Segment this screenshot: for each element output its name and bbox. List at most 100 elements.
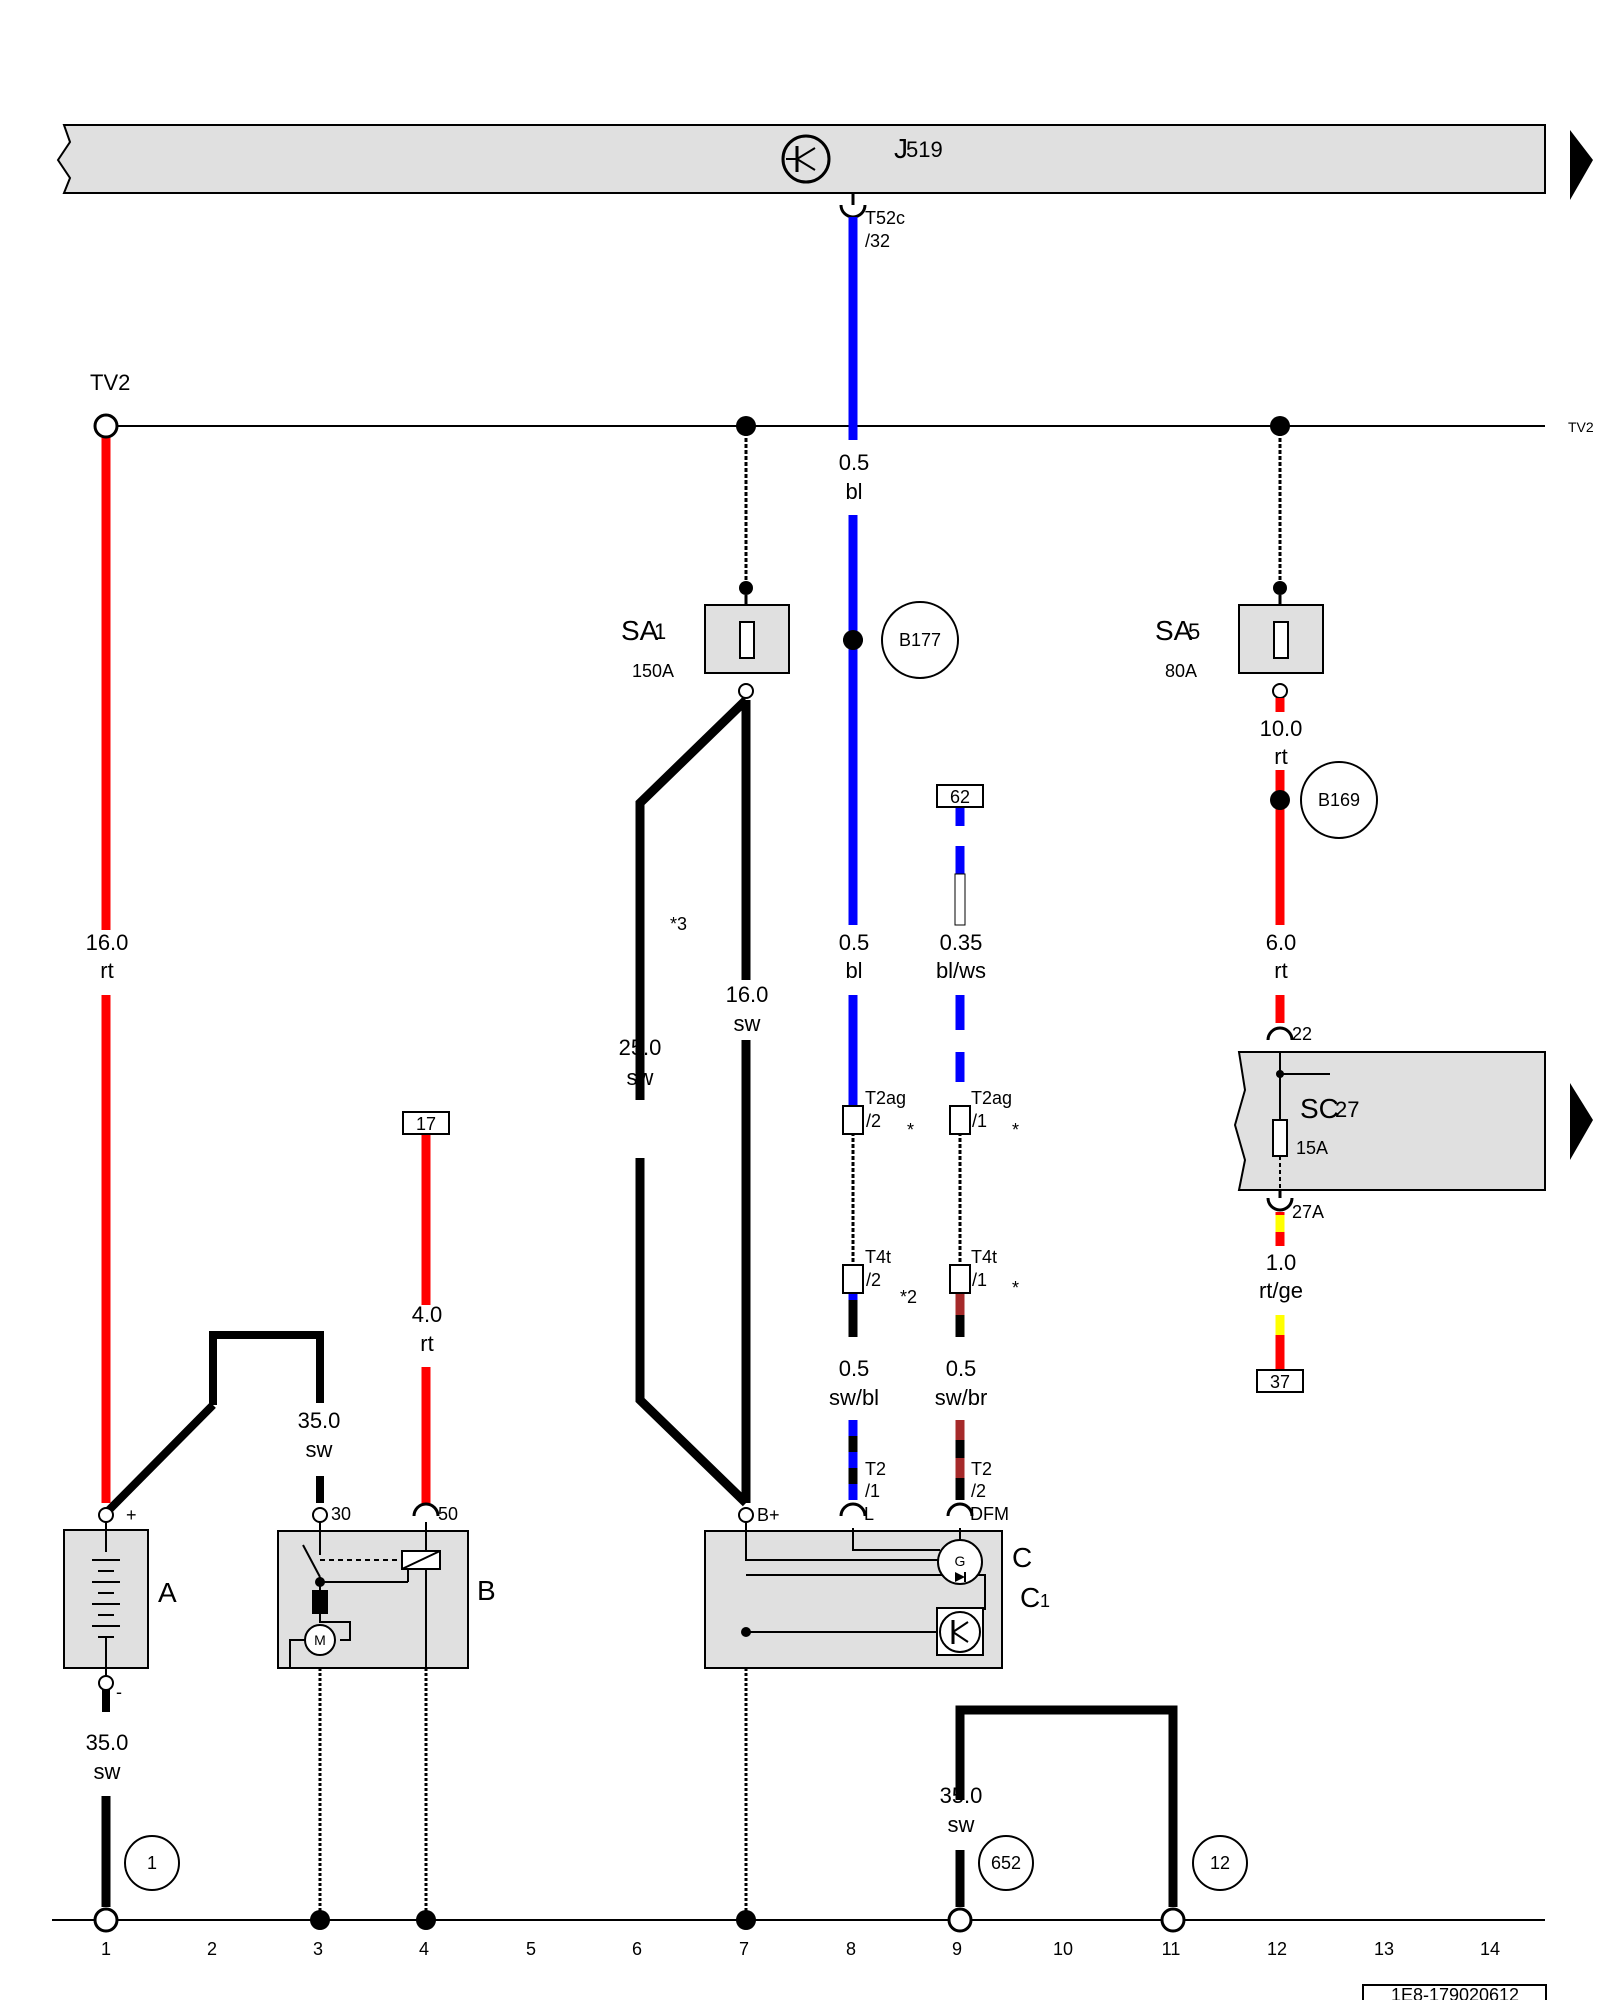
wire-col6[interactable] — [635, 696, 750, 1507]
fuse-name: SA — [621, 615, 659, 646]
connector-t4t-1[interactable]: T4t /1 * — [949, 1247, 1019, 1298]
wire-color: sw — [627, 1065, 654, 1090]
wire-col8[interactable] — [839, 193, 867, 1517]
svg-text:B169: B169 — [1318, 790, 1360, 810]
wire-col9[interactable] — [946, 808, 974, 1517]
ground-terminal — [947, 1907, 973, 1933]
column-number: 2 — [207, 1939, 217, 1959]
wire-size: 1.0 — [1266, 1250, 1297, 1275]
connector-t4t-2[interactable]: T4t /2 *2 — [842, 1247, 917, 1307]
wire-color: sw — [94, 1759, 121, 1784]
reference-box-17[interactable]: 17 — [402, 1111, 450, 1135]
rail-label-right: TV2 — [1568, 419, 1594, 435]
wire-size: 0.5 — [839, 450, 870, 475]
fuse-subscript: 27 — [1335, 1097, 1359, 1122]
reference-box-62[interactable]: 62 — [936, 784, 984, 808]
wire-col12-feed[interactable] — [1270, 416, 1290, 595]
svg-text:/2: /2 — [971, 1481, 986, 1501]
wire-size: 0.5 — [839, 1356, 870, 1381]
ground-terminal — [1160, 1907, 1186, 1933]
wire-col4[interactable] — [412, 1134, 440, 1920]
continuation-arrow-icon — [1570, 1083, 1593, 1160]
ground-number: 1 — [147, 1853, 157, 1873]
fuse-icon — [739, 621, 755, 659]
svg-text:L: L — [864, 1504, 874, 1524]
wire-color: rt — [420, 1331, 433, 1356]
fuse-icon — [1273, 621, 1289, 659]
plus-terminal-label: + — [126, 1505, 137, 1525]
connector-t2ag-1[interactable]: T2ag /1 * — [949, 1088, 1019, 1140]
ground-point-12[interactable]: 12 — [1192, 1835, 1248, 1891]
footnote: *3 — [670, 914, 687, 934]
reference-box-37[interactable]: 37 — [1256, 1369, 1304, 1393]
wire-color: rt — [1274, 744, 1287, 769]
column-number: 6 — [632, 1939, 642, 1959]
svg-text:/1: /1 — [972, 1111, 987, 1131]
svg-text:62: 62 — [950, 787, 970, 807]
column-number: 12 — [1267, 1939, 1287, 1959]
wire-col1[interactable] — [101, 437, 324, 1516]
ground-point-652[interactable]: 652 — [978, 1835, 1034, 1891]
wire-color: bl — [845, 479, 862, 504]
wire-size: 10.0 — [1260, 716, 1303, 741]
terminal-30-label: 30 — [331, 1504, 351, 1524]
wire-size: 35.0 — [86, 1730, 129, 1755]
wire-size: 16.0 — [86, 930, 129, 955]
svg-text:T2: T2 — [865, 1459, 886, 1479]
fuse-box-sc27[interactable]: SC 27 15A — [1233, 1051, 1593, 1191]
svg-text:*: * — [1012, 1278, 1019, 1298]
svg-text:DFM: DFM — [970, 1504, 1009, 1524]
continuation-arrow-icon — [1570, 130, 1593, 200]
node-b169[interactable]: B169 — [1300, 761, 1378, 839]
column-number: 4 — [419, 1939, 429, 1959]
column-numbers: 1 2 3 4 5 6 7 8 9 10 11 12 13 14 — [101, 1939, 1500, 1959]
starter-b[interactable]: 30 50 B M — [277, 1504, 496, 1669]
svg-text:*: * — [907, 1120, 914, 1140]
wire-color: sw — [306, 1437, 333, 1462]
svg-text:17: 17 — [416, 1114, 436, 1134]
wire-col12-lower[interactable] — [1266, 1190, 1294, 1370]
battery-icon — [92, 1518, 120, 1680]
wire-color: sw/bl — [829, 1385, 879, 1410]
fuse-rating: 150A — [632, 661, 674, 681]
bplus-terminal-label: B+ — [757, 1505, 780, 1525]
wire-size: 0.5 — [839, 930, 870, 955]
ground-point-1[interactable]: 1 — [124, 1835, 180, 1891]
wire-size: 4.0 — [412, 1302, 443, 1327]
connector-pin: 27A — [1292, 1202, 1324, 1222]
generator-icon: G — [937, 1539, 983, 1585]
svg-text:12: 12 — [1210, 1853, 1230, 1873]
svg-text:/2: /2 — [866, 1111, 881, 1131]
connector-name: T52c — [865, 208, 905, 228]
battery-a[interactable]: A + - — [63, 1505, 177, 1702]
column-number: 11 — [1162, 1939, 1181, 1959]
alternator-c[interactable]: B+ G C C 1 — [704, 1505, 1050, 1669]
svg-text:B177: B177 — [899, 630, 941, 650]
fuse-sa1[interactable] — [704, 595, 790, 699]
connector-t2ag-2[interactable]: T2ag /2 * — [842, 1088, 914, 1140]
fuse-sa5[interactable] — [1238, 595, 1324, 699]
wire-color: bl — [845, 958, 862, 983]
svg-text:T4t: T4t — [971, 1247, 997, 1267]
component-label: A — [158, 1577, 177, 1608]
relay-coil-icon — [312, 1590, 328, 1614]
wire-size: 16.0 — [726, 982, 769, 1007]
svg-text:/1: /1 — [972, 1270, 987, 1290]
fuse-name: SC — [1300, 1093, 1339, 1124]
fuse-subscript: 5 — [1188, 619, 1200, 644]
svg-text:/1: /1 — [865, 1481, 880, 1501]
column-number: 10 — [1053, 1939, 1073, 1959]
column-number: 5 — [526, 1939, 536, 1959]
node-b177[interactable]: B177 — [881, 601, 959, 679]
control-module-j519[interactable]: J 519 — [56, 124, 1593, 200]
wire-size: 6.0 — [1266, 930, 1297, 955]
module-subscript: 519 — [906, 137, 943, 162]
wire-col9-11-ground[interactable] — [955, 1705, 1178, 1907]
wire-col7-feed[interactable] — [736, 416, 756, 595]
wire-color: bl/ws — [936, 958, 986, 983]
svg-text:/2: /2 — [866, 1270, 881, 1290]
connector-t2-2: T2 /2 DFM — [970, 1459, 1009, 1524]
transistor-icon — [781, 134, 831, 184]
wire-col12[interactable] — [1266, 698, 1294, 1041]
